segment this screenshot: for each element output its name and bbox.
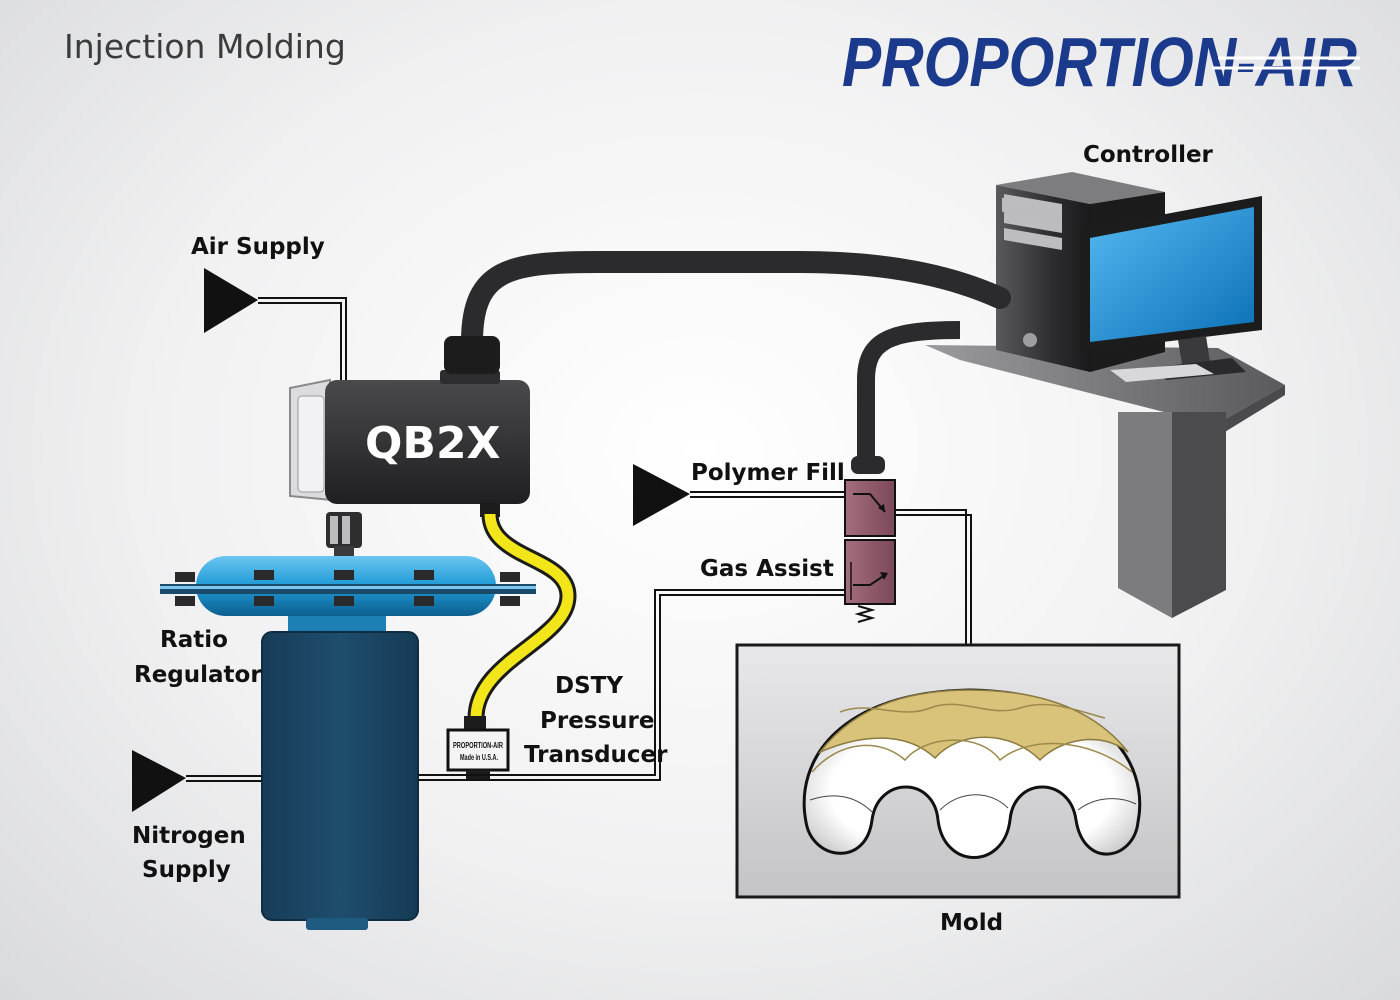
mold-label: Mold <box>940 910 1003 936</box>
page-title: Injection Molding <box>64 27 346 66</box>
ratio-regulator <box>160 556 536 930</box>
gas-assist-label: Gas Assist <box>700 556 834 582</box>
valve-mold-line <box>895 509 967 690</box>
transducer-brand: PROPORTION-AIR <box>453 741 503 750</box>
transducer-made: Made in U.S.A. <box>460 753 498 762</box>
controller-label: Controller <box>1083 142 1214 168</box>
qb2x-fitting <box>326 512 362 560</box>
selector-valve <box>844 456 896 605</box>
proportion-air-logo: PROPORTION-AIR <box>842 23 1360 101</box>
ratio-regulator-label-line2: Regulator <box>134 662 262 688</box>
dsty-label-line2: Pressure <box>540 708 655 734</box>
monitor-icon <box>1080 196 1262 382</box>
qb2x-unit <box>289 336 530 517</box>
air-supply-label: Air Supply <box>191 234 325 260</box>
dsty-label-line1: DSTY <box>555 673 623 699</box>
polymer-fill-label: Polymer Fill <box>691 460 845 486</box>
qb2x-label: QB2X <box>365 418 501 469</box>
logo-wordmark: PROPORTION-AIR <box>842 23 1357 101</box>
valve-controller-cable <box>857 321 961 460</box>
supply-arrow-icon <box>633 464 690 526</box>
controller-desk <box>925 345 1285 618</box>
spring-icon <box>854 605 876 623</box>
nitrogen-label-line2: Supply <box>142 857 231 883</box>
gas-line <box>418 594 845 781</box>
nitrogen-label-line1: Nitrogen <box>132 823 246 849</box>
qb2x-controller-cable <box>461 251 1011 353</box>
ratio-regulator-label-line1: Ratio <box>160 627 228 653</box>
mold <box>735 643 1181 899</box>
air-supply-line <box>258 297 347 386</box>
dsty-label-line3: Transducer <box>524 742 668 768</box>
supply-arrow-icon <box>204 268 258 333</box>
supply-arrow-icon <box>132 750 186 812</box>
transducer-cable <box>470 513 574 719</box>
